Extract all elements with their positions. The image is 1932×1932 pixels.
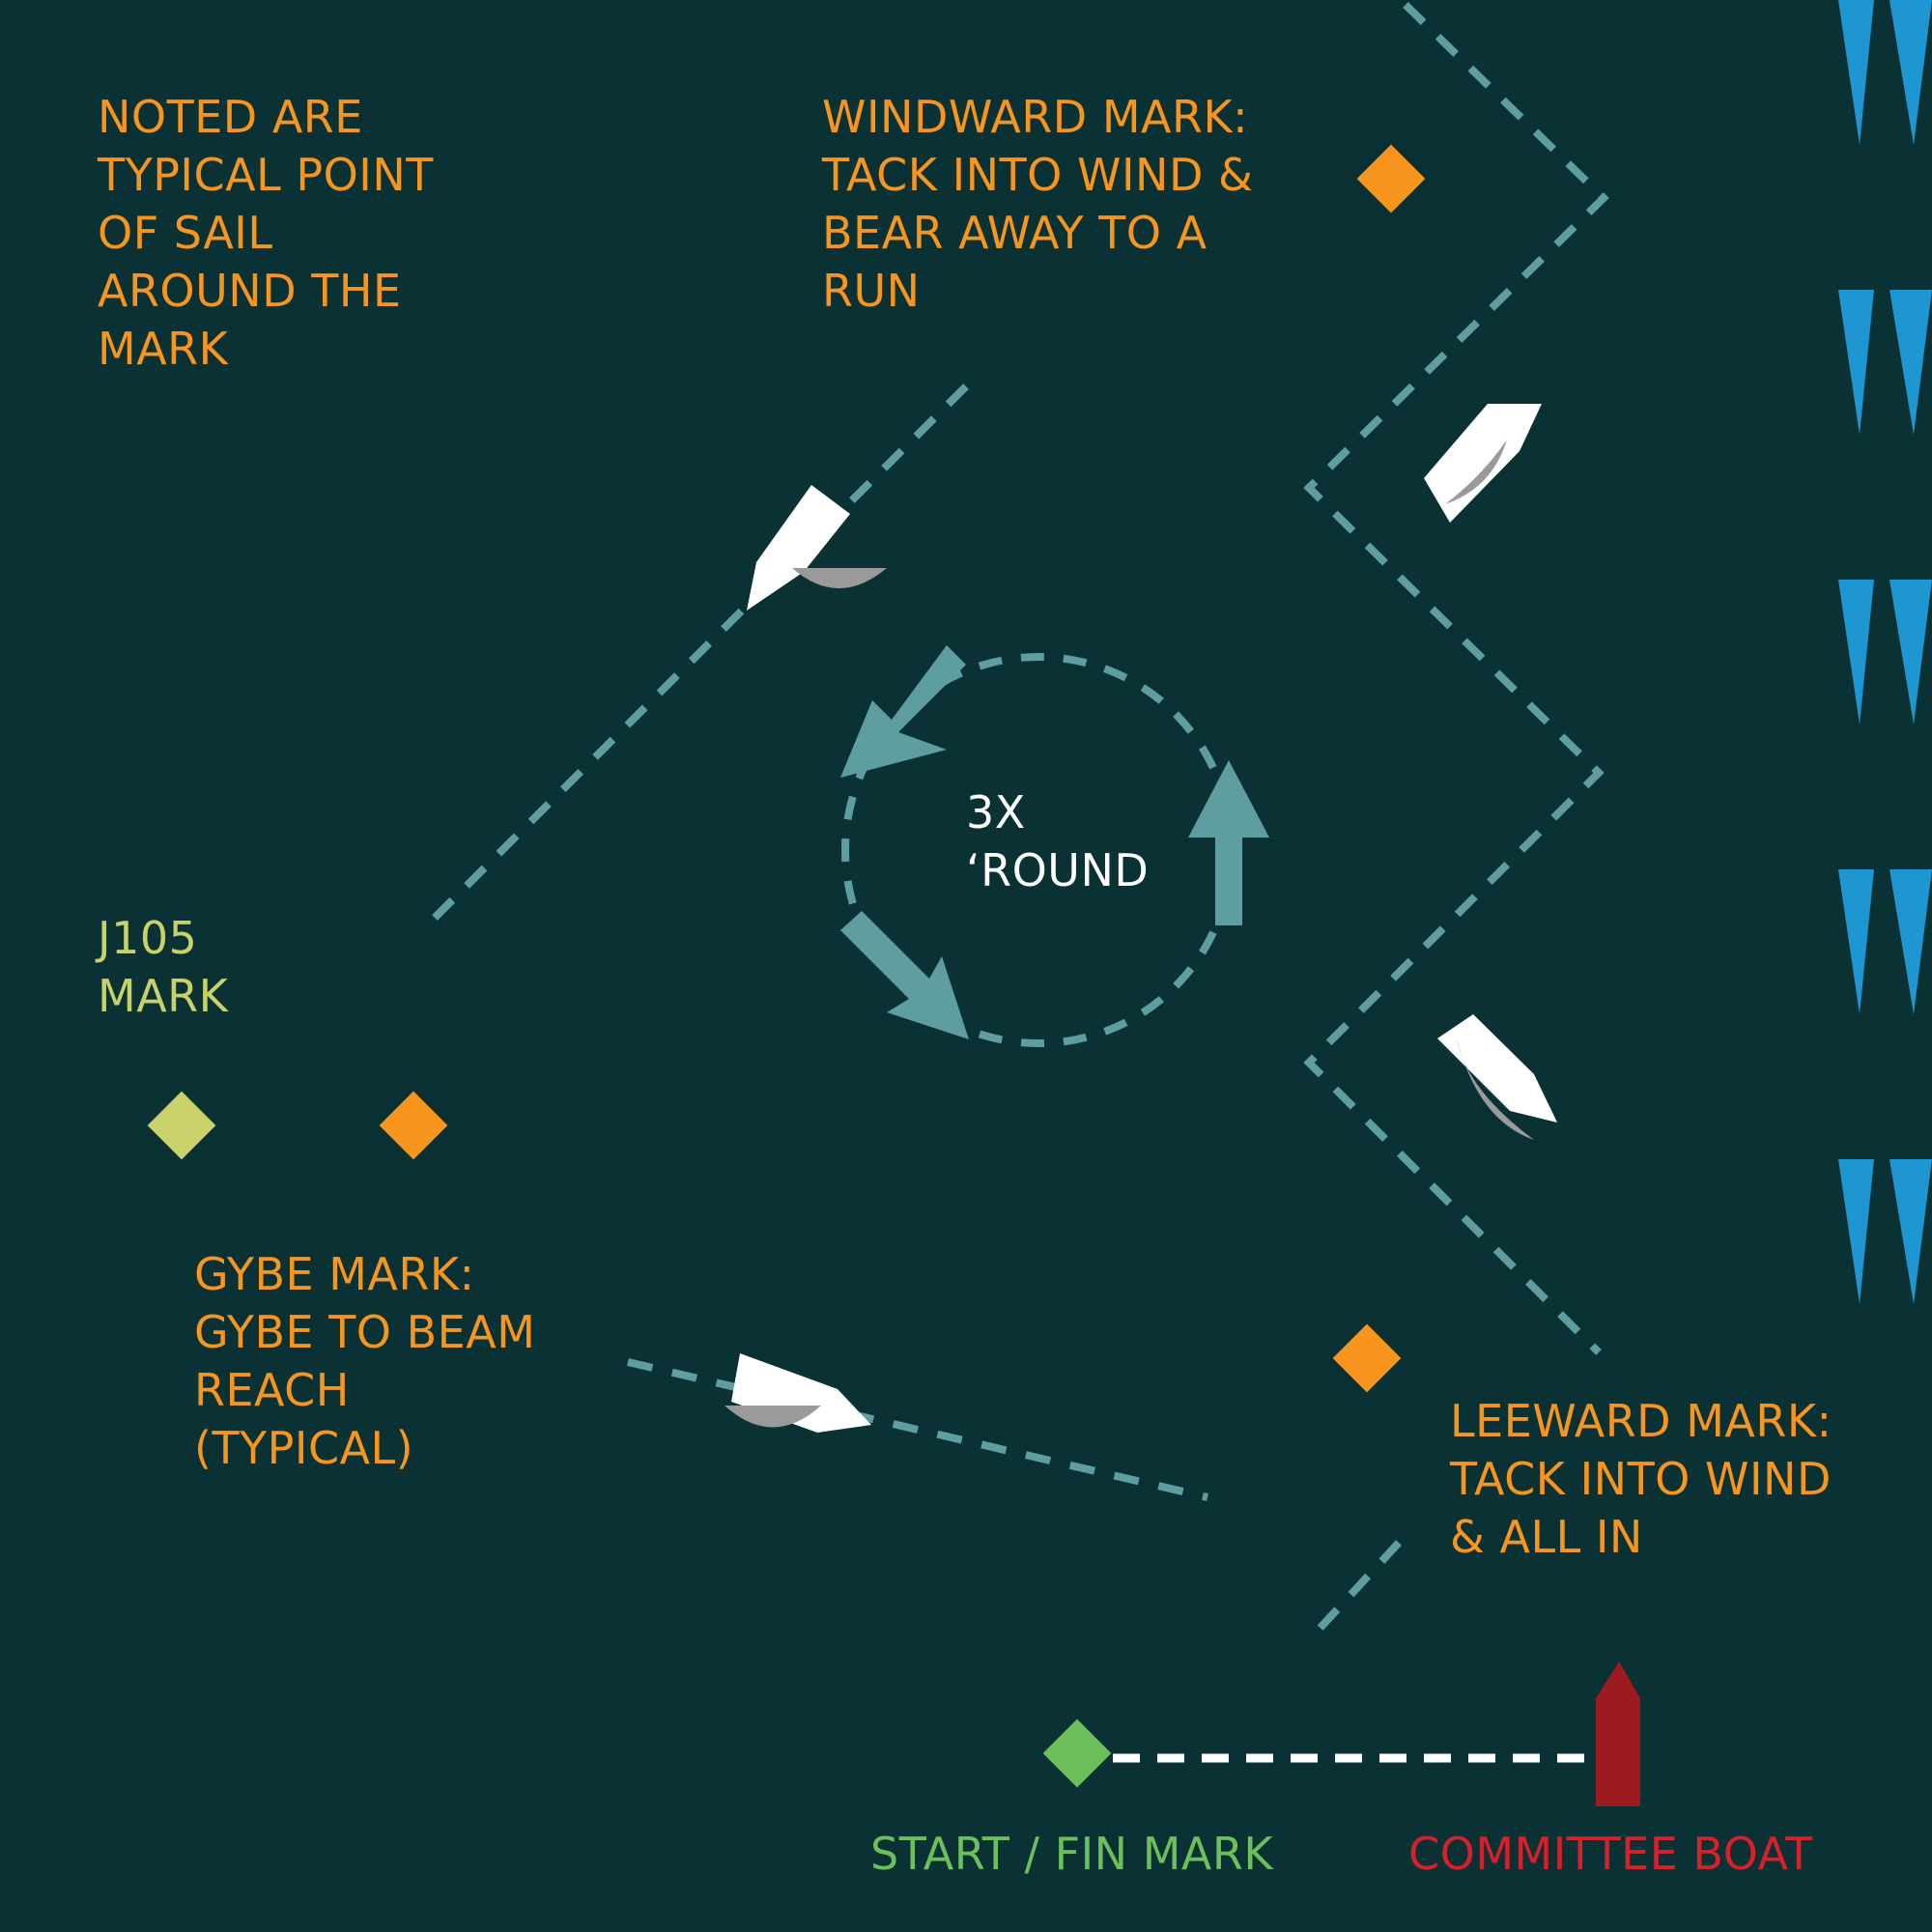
marks (147, 144, 1426, 1788)
note-label: NOTED ARE TYPICAL POINT OF SAIL AROUND T… (98, 91, 434, 375)
rounding-circle (840, 645, 1269, 1047)
rotation-arrow-icon (1188, 760, 1269, 925)
sailboat-icon (747, 485, 887, 611)
wind-chevron-icon (1838, 290, 1932, 435)
rotation-arrow-icon (840, 911, 969, 1039)
wind-chevron-icon (1838, 869, 1932, 1014)
sailboat-icon (724, 1353, 871, 1433)
run-track (432, 384, 969, 921)
sailboat-icon (1424, 404, 1542, 523)
leeward-mark-label: LEEWARD MARK: TACK INTO WIND & ALL IN (1450, 1395, 1833, 1563)
boats (724, 404, 1557, 1433)
wind-chevron-icon (1838, 1159, 1932, 1304)
j105-mark-label: J105 MARK (98, 912, 229, 1022)
wind-indicators (1838, 0, 1932, 1304)
gybe-mark-icon (379, 1091, 448, 1160)
leeward-mark-icon (1332, 1323, 1402, 1393)
windward-mark-label: WINDWARD MARK: TACK INTO WIND & BEAR AWA… (822, 91, 1254, 317)
windward-mark-icon (1356, 144, 1426, 213)
start-fin-mark-label: START / FIN MARK (870, 1828, 1273, 1880)
finish-approach-track (1316, 1540, 1402, 1633)
committee-boat-icon (1596, 1662, 1640, 1806)
j105-mark-icon (147, 1091, 216, 1160)
committee-boat-label: COMMITTEE BOAT (1408, 1828, 1813, 1880)
start-fin-mark-icon (1042, 1719, 1112, 1788)
course-tracks (432, 2, 1609, 1763)
beam-reach-track (627, 1358, 1208, 1501)
rotation-arrow-icon (840, 645, 966, 778)
gybe-mark-label: GYBE MARK: GYBE TO BEAM REACH (TYPICAL) (194, 1248, 536, 1474)
upwind-tack-track (1303, 2, 1609, 1355)
wind-chevron-icon (1838, 0, 1932, 145)
wind-chevron-icon (1838, 580, 1932, 724)
rounding-label: 3X ‘ROUND (966, 786, 1150, 896)
sailboat-icon (1437, 1014, 1557, 1140)
